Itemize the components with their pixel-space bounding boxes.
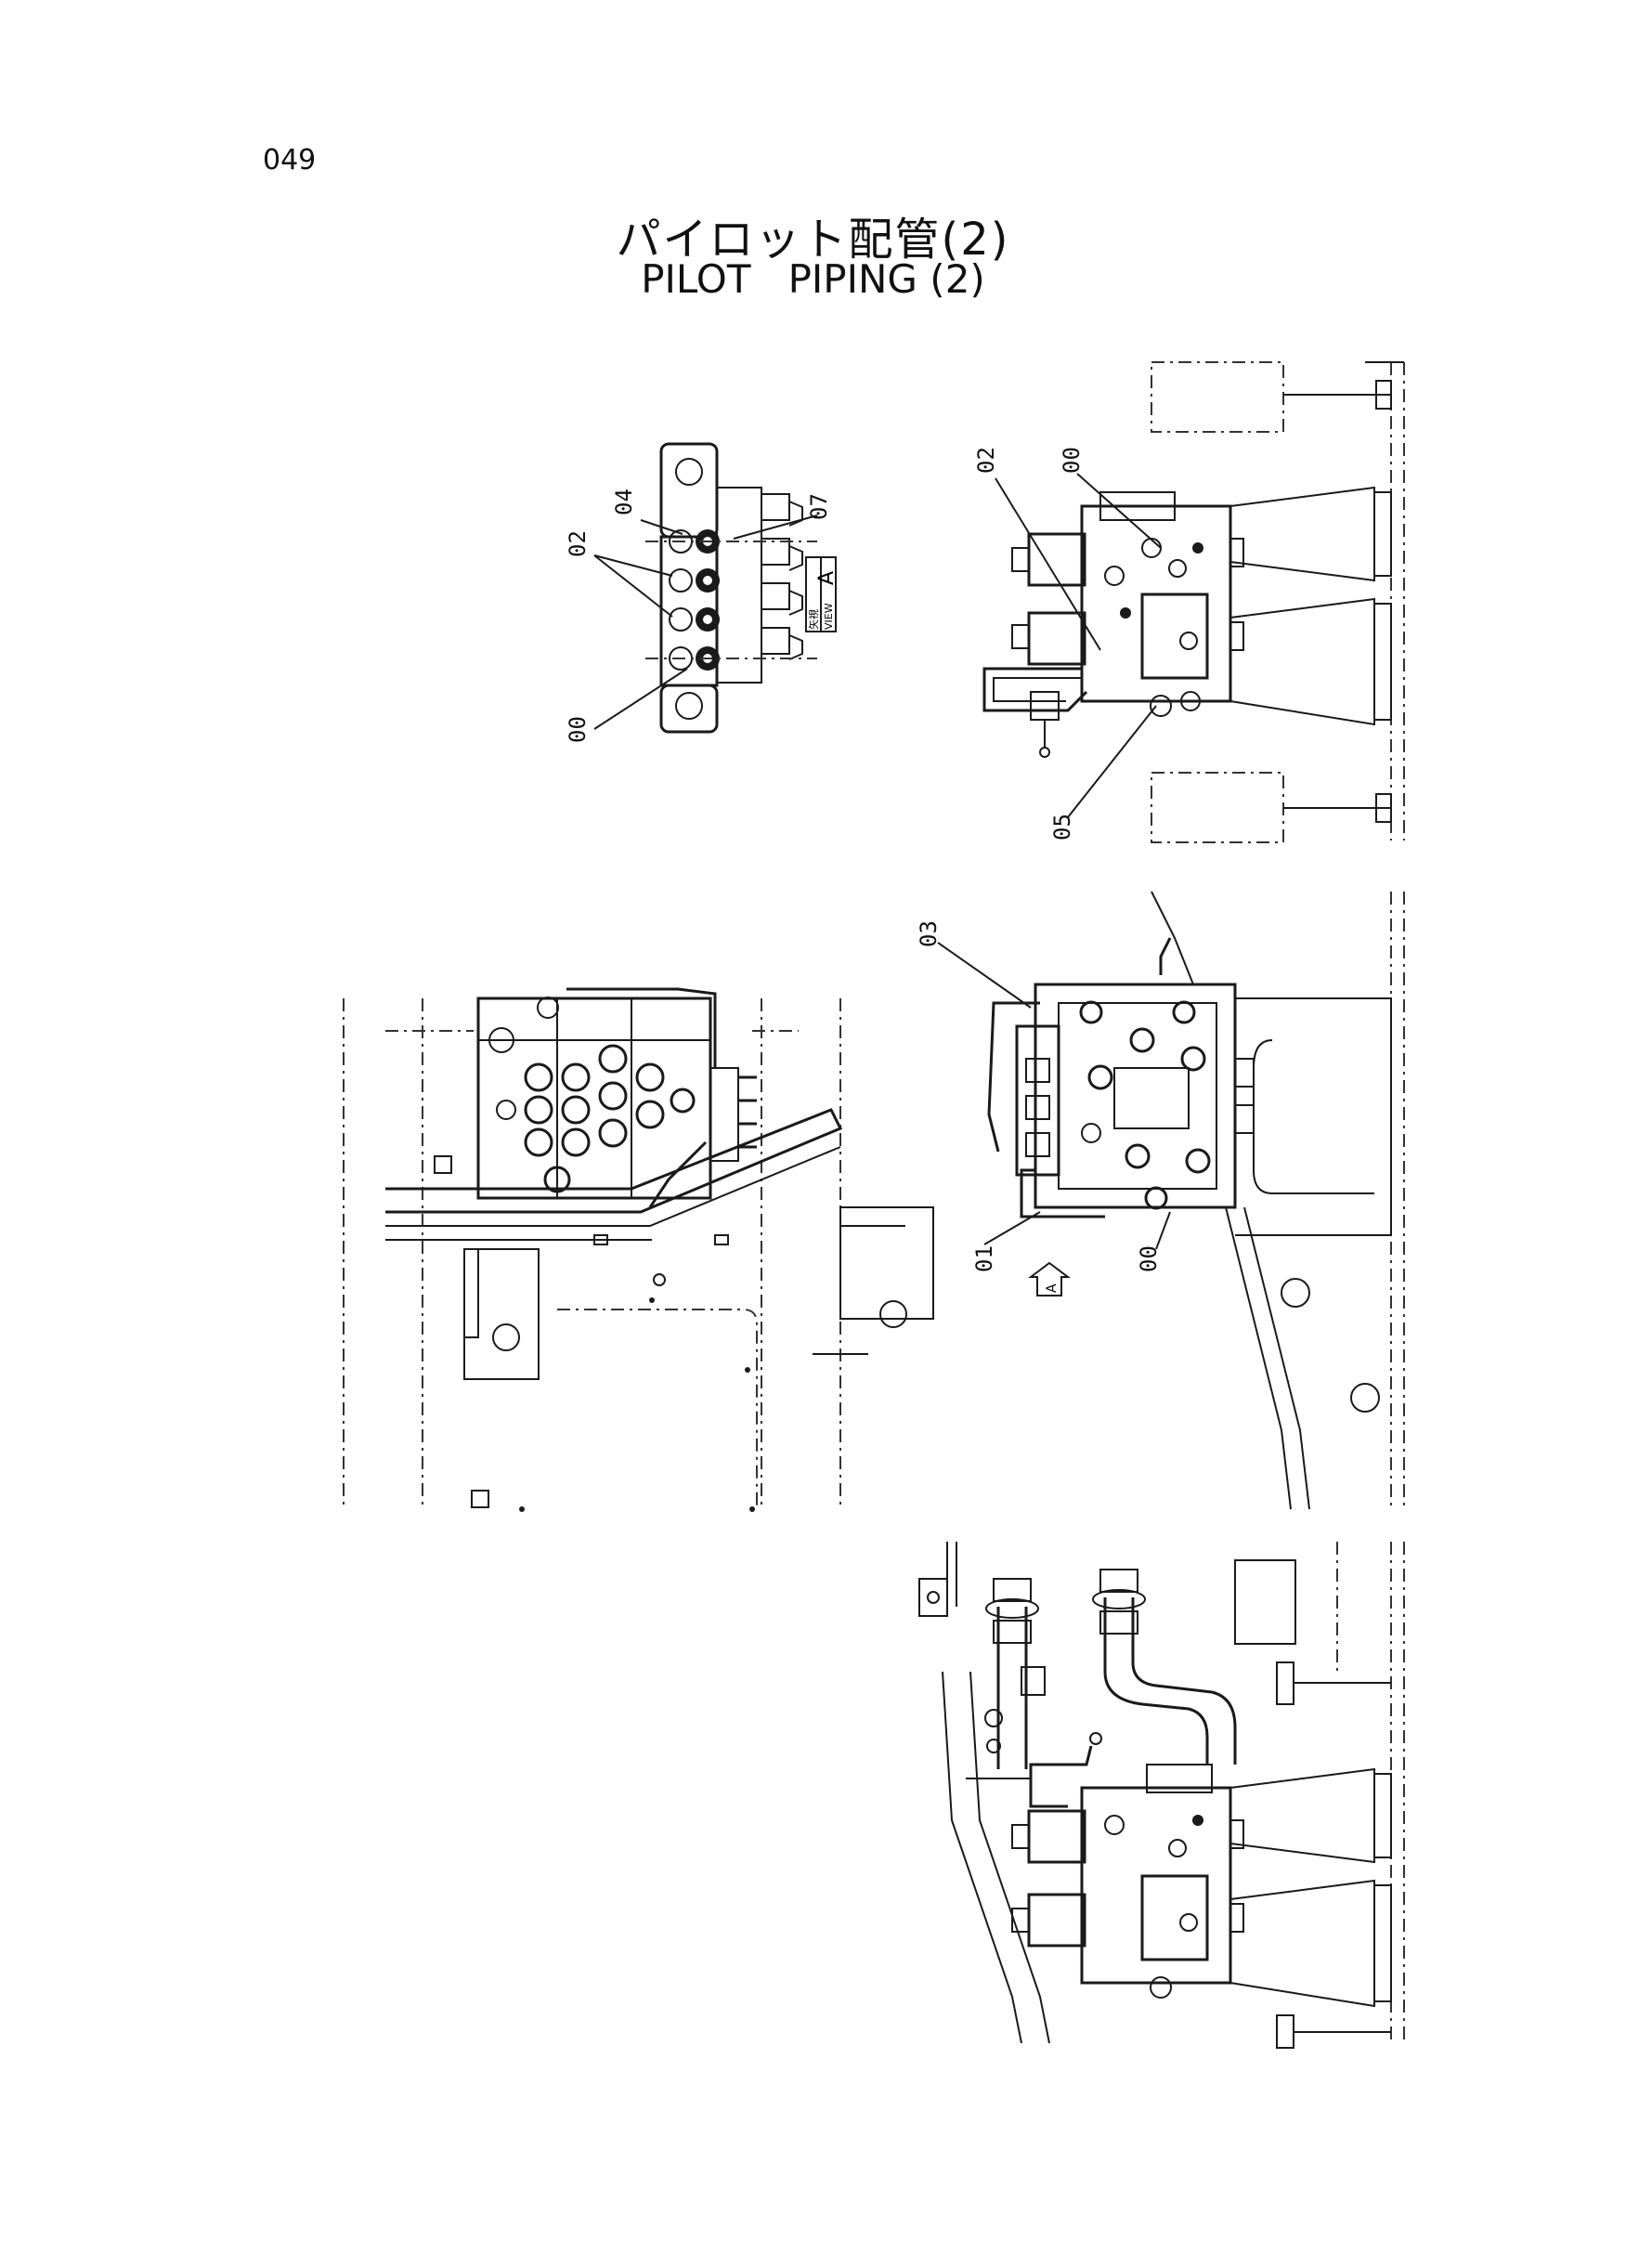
callout-v3-03: 03: [916, 920, 942, 947]
callout-v1-07: 07: [806, 493, 832, 520]
view-3-control-valve-frame: [343, 987, 934, 1512]
view-a-label-box: [805, 556, 837, 632]
title-japanese: パイロット配管(2): [616, 214, 1010, 266]
view-5-pump-hoses: [918, 1542, 1405, 2049]
callout-v2-00: 00: [1059, 447, 1085, 474]
arrow-a-label: A: [1045, 1283, 1060, 1293]
view-4-control-valve-top: [937, 891, 1405, 1510]
view-2-pump-top: [982, 361, 1405, 843]
callout-v3-00: 00: [1136, 1245, 1162, 1272]
callout-v1-04: 04: [611, 489, 637, 515]
view-a-label-letter: A: [815, 571, 839, 585]
callout-v1-02: 02: [565, 530, 591, 557]
callout-v1-00: 00: [565, 716, 591, 743]
view-a-label-jp: 矢視: [807, 609, 820, 630]
title-english: PILOT PIPING (2): [641, 256, 985, 302]
callout-v2-05: 05: [1049, 814, 1075, 840]
callout-v2-02: 02: [973, 447, 999, 474]
view-a-label-view: VIEW: [823, 603, 835, 630]
page-number: 049: [263, 144, 317, 176]
view-a-valve-block: [593, 442, 818, 734]
callout-v3-01: 01: [971, 1245, 997, 1272]
